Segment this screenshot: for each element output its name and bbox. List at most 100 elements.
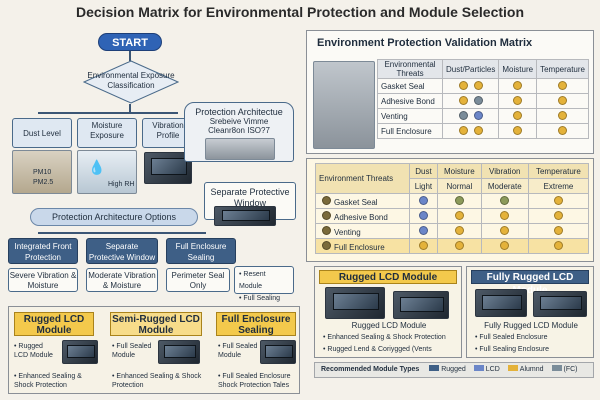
dust-label: Dust Level [23, 129, 61, 138]
integrated-label: Integrated Front Protection [14, 242, 72, 262]
table-row: Adhesive Bond [376, 93, 589, 109]
moderate-label: Moderate Vibration & Moisture [88, 271, 156, 290]
module-2-desc: • Full Sealed Module [112, 343, 152, 359]
status-dot-icon [454, 225, 464, 235]
module-3-desc-text: Full Sealed Module [218, 343, 258, 359]
matrix1-row-label: Adhesive Bond [376, 93, 444, 109]
fully-rugged-image-1 [475, 289, 527, 317]
table-row: Gasket Seal [315, 193, 590, 209]
module-2-desc-text: Full Sealed Module [112, 343, 152, 359]
status-dot-icon [553, 210, 563, 220]
status-dot-icon [454, 240, 464, 250]
module-1-bullet-text: Enhanced Sealing & Shock Protection [14, 373, 82, 389]
status-dot-icon [513, 80, 523, 90]
status-dot-icon [558, 80, 568, 90]
matrix2-header-3: Vibration [480, 163, 529, 179]
fully-rugged-image-2 [533, 291, 587, 317]
page-title: Decision Matrix for Environmental Protec… [75, 4, 525, 20]
exposure-label: Environmental Exposure Classification [87, 71, 175, 90]
status-dot-icon [500, 240, 510, 250]
module-1-desc: • Rugged LCD Module [14, 343, 53, 359]
status-dot-icon [458, 80, 468, 90]
module-2-bullet-text: Enhanced Sealing & Shock Protection [112, 373, 202, 389]
matrix2-cell [480, 238, 529, 254]
exposure-decision: Environmental Exposure Classification [83, 60, 179, 104]
moisture-image: 💧 High RH [77, 150, 137, 194]
rugged-image-1 [325, 287, 385, 319]
moisture-label: Moisture Exposure [90, 121, 124, 140]
matrix2-cell [408, 193, 439, 209]
matrix2-row-label: Adhesive Bond [315, 208, 410, 224]
separate-box[interactable]: Separate Protective Window [86, 238, 158, 264]
protection-arch-title: Protection Architectue [195, 107, 283, 117]
table-row: Venting [376, 108, 589, 124]
fully-rugged-label: Fully Rugged LCD Module [484, 321, 578, 330]
fully-rugged-bullet-1: • Full Sealed Enclosure [475, 334, 548, 341]
matrix1-temperature-cell [536, 93, 589, 109]
module-1-image [62, 340, 98, 364]
matrix-device-image [313, 61, 375, 149]
dust-image: PM10 PM2.5 [12, 150, 72, 194]
window-lcd-image [214, 206, 276, 226]
matrix1-moisture-cell [498, 123, 538, 139]
matrix2-row-label: Full Enclosure [315, 238, 410, 254]
matrix2-subheader-2: Moderate [480, 178, 529, 194]
options-banner: Protection Architecture Options [30, 208, 198, 226]
status-dot-icon [322, 210, 331, 220]
options-label: Protection Architecture Options [51, 212, 177, 222]
resent-label: Resent Module [239, 271, 266, 290]
table-row: Full Enclosure [315, 238, 590, 254]
legend-text: Rugged [441, 366, 466, 373]
full-sealing-item: • Full Sealing [239, 295, 280, 302]
status-dot-icon [500, 195, 510, 205]
legend-swatch-icon [429, 365, 440, 371]
legend-item: (FC) [551, 365, 578, 373]
rugged-bullet-1: • Enhanced Sealing & Shock Protection [323, 334, 446, 341]
dust-level-box: Dust Level [12, 118, 72, 148]
module-1-desc-text: Rugged LCD Module [14, 343, 53, 359]
separate-label: Separate Protective Window [88, 242, 156, 262]
matrix1-temperature-cell [536, 78, 589, 94]
connector [129, 104, 131, 113]
status-dot-icon [500, 225, 510, 235]
module-3-bullet: • Full Sealed Enclosure Shock Protection… [218, 373, 291, 389]
resent-box: • Resent Module • Full Sealing [234, 266, 294, 302]
matrix1-header-0: Environmental Threats [376, 59, 444, 79]
matrix2-row-text: Full Enclosure [334, 242, 385, 252]
status-dot-icon [553, 240, 563, 250]
high-rh-label: High RH [108, 181, 135, 188]
legend-item: Alumnd [507, 365, 544, 373]
matrix2-row-text: Adhesive Bond [334, 212, 388, 222]
matrix2-subheader-3: Extreme [527, 178, 590, 194]
matrix2-cell [480, 208, 529, 224]
connector [38, 112, 178, 114]
matrix1-dust-cell [442, 78, 500, 94]
table-row: Gasket Seal [376, 78, 589, 94]
status-dot-icon [418, 240, 428, 250]
matrix1-moisture-cell [498, 108, 538, 124]
rugged-bullet-1-text: Enhanced Sealing & Shock Protection [327, 334, 446, 341]
module-2-bullet: • Enhanced Sealing & Shock Protection [112, 373, 202, 389]
matrix2-cell [480, 223, 529, 239]
matrix2-subheader-1: Normal [437, 178, 482, 194]
matrix1-row-label: Venting [376, 108, 444, 124]
matrix2-row-label: Venting [315, 223, 410, 239]
matrix1-dust-cell [442, 123, 500, 139]
matrix2-header-1: Dust [408, 163, 439, 179]
status-dot-icon [513, 95, 523, 105]
matrix1-header-3: Temperature [536, 59, 589, 79]
severe-label: Severe Vibration & Moisture [9, 271, 77, 290]
status-dot-icon [418, 210, 428, 220]
start-node[interactable]: START [98, 33, 162, 51]
full-box[interactable]: Full Enclosure Sealing [166, 238, 236, 264]
matrix1-moisture-cell [498, 93, 538, 109]
matrix2-cell [437, 238, 482, 254]
integrated-box[interactable]: Integrated Front Protection [8, 238, 78, 264]
matrix1-dust-cell [442, 108, 500, 124]
matrix2-cell [408, 208, 439, 224]
legend-text: LCD [485, 366, 500, 373]
